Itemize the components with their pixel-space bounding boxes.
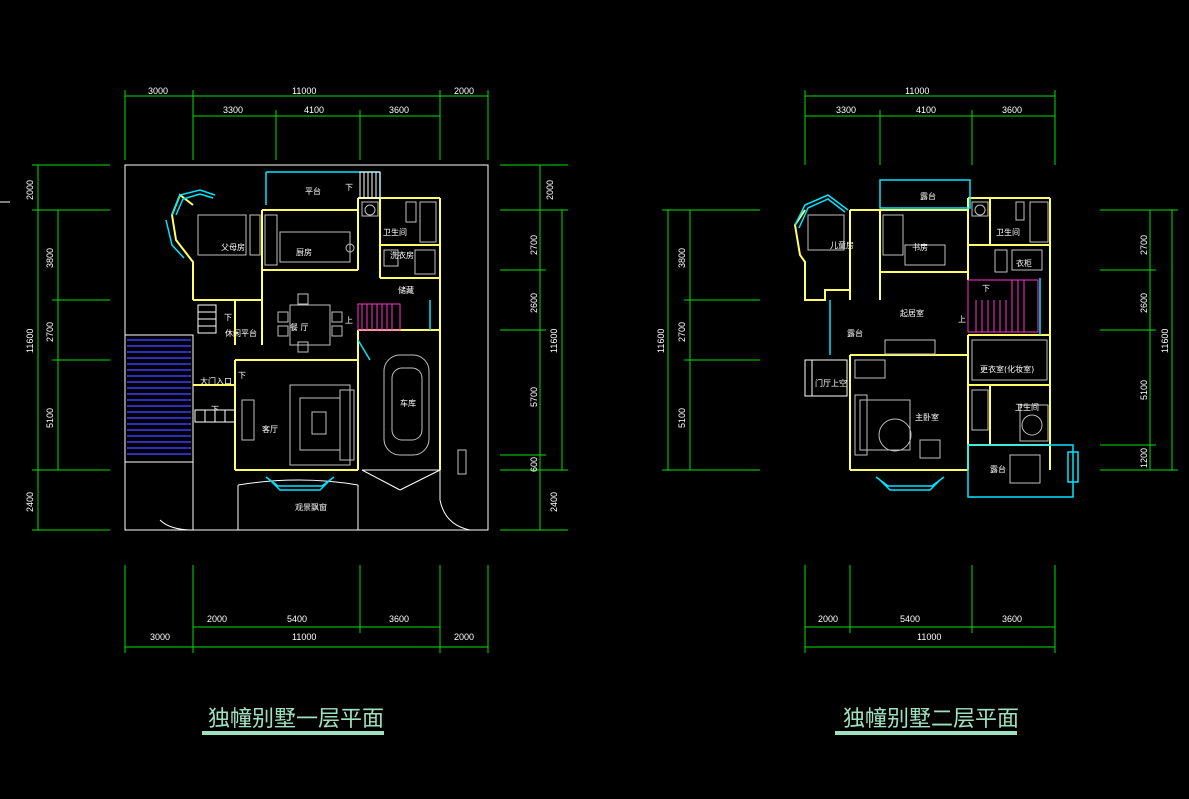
room2-study: 书房 xyxy=(912,242,928,252)
dim2-right-3: 5100 xyxy=(1139,380,1149,400)
dim-bottom-outer-3: 2000 xyxy=(454,632,474,642)
room-storage: 储藏 xyxy=(398,285,414,295)
dim-left-3: 2700 xyxy=(45,322,55,342)
room2-bathroom-2: 卫生间 xyxy=(1015,402,1039,412)
dim2-left-2: 2700 xyxy=(677,322,687,342)
dim2-right-total: 11600 xyxy=(1160,329,1170,353)
dim-bottom-inner-1: 2000 xyxy=(207,614,227,624)
dim2-right-2: 2600 xyxy=(1139,293,1149,313)
mark-down-4: 下 xyxy=(211,405,219,414)
room2-kids: 儿童房 xyxy=(830,240,854,250)
plan1-site-outline xyxy=(124,164,489,531)
dim2-left-1: 3800 xyxy=(677,248,687,268)
room-kitchen: 厨房 xyxy=(296,247,312,257)
mark-up-1: 上 xyxy=(345,316,353,325)
dim-left-5: 2400 xyxy=(25,492,35,512)
room2-hall-void: 门厅上空 xyxy=(815,378,847,388)
dim-bottom-inner-2: 5400 xyxy=(287,614,307,624)
plan1-room-labels: 平台 父母房 厨房 卫生间 洗衣房 储藏 餐 厅 休闲平台 大门入口 客厅 车库… xyxy=(200,183,416,512)
room-bay-window: 观景飘窗 xyxy=(295,502,327,512)
dim-right-1: 2000 xyxy=(545,180,555,200)
dim2-top-inner-3: 3600 xyxy=(1002,105,1022,115)
room2-terrace-top: 露台 xyxy=(920,191,936,201)
plan2-dimension-lines xyxy=(662,90,1178,653)
room2-terrace-right: 露台 xyxy=(990,464,1006,474)
dim2-left-3: 5100 xyxy=(677,408,687,428)
dim-left-total: 11600 xyxy=(25,329,35,353)
room2-master: 主卧室 xyxy=(915,412,939,422)
plan2-dimension-labels: 11000 3300 4100 3600 2000 5400 3600 1100… xyxy=(656,86,1170,642)
room-main-entrance: 大门入口 xyxy=(200,376,232,386)
room-parents: 父母房 xyxy=(221,242,245,252)
room2-dressing: 更衣室(化妆室) xyxy=(980,364,1034,374)
dim-right-2: 2700 xyxy=(529,235,539,255)
dim2-bottom-inner-1: 2000 xyxy=(818,614,838,624)
room-bathroom: 卫生间 xyxy=(383,227,407,237)
plan2-room-labels: 露台 儿童房 书房 卫生间 衣柜 起居室 露台 门厅上空 更衣室(化妆室) 主卧… xyxy=(815,191,1039,474)
room-garage: 车库 xyxy=(400,398,416,408)
dim2-bottom-inner-2: 5400 xyxy=(900,614,920,624)
plan1-deck xyxy=(124,334,194,463)
room2-bathroom-1: 卫生间 xyxy=(996,227,1020,237)
dim-right-5: 600 xyxy=(529,457,539,472)
plan2-stair xyxy=(967,279,1039,333)
dim2-top-inner-2: 4100 xyxy=(916,105,936,115)
dim-right-6: 2400 xyxy=(549,492,559,512)
plan1-title: 独幢别墅一层平面 xyxy=(208,707,384,732)
plan2-title-underline xyxy=(835,731,1017,735)
room2-family: 起居室 xyxy=(900,308,924,318)
room2-terrace-left: 露台 xyxy=(847,328,863,338)
room-living: 客厅 xyxy=(262,424,278,434)
dim2-right-4: 1200 xyxy=(1139,448,1149,468)
dim-right-total: 11600 xyxy=(549,329,559,353)
plan1-windows xyxy=(165,171,431,491)
room-platform: 平台 xyxy=(305,186,321,196)
mark2-down-1: 下 xyxy=(982,284,990,293)
plan2-title: 独幢别墅二层平面 xyxy=(843,707,1019,732)
plan1-furniture xyxy=(197,201,467,475)
dim-top-inner-3: 3600 xyxy=(389,105,409,115)
dim2-left-total: 11600 xyxy=(656,329,666,353)
plan2-windows xyxy=(794,179,1079,498)
dim-bottom-outer-1: 3000 xyxy=(150,632,170,642)
dim-right-3: 2600 xyxy=(529,293,539,313)
dim-top-outer-1: 3000 xyxy=(148,86,168,96)
dim-top-outer-2: 11000 xyxy=(292,86,316,96)
plan1-title-underline xyxy=(202,731,384,735)
dim-top-inner-2: 4100 xyxy=(304,105,324,115)
plan1-stair xyxy=(357,303,401,331)
mark-down-3: 下 xyxy=(238,371,246,380)
dim-top-inner-1: 3300 xyxy=(223,105,243,115)
dim2-bottom-outer-1: 11000 xyxy=(917,632,941,642)
plan-ground-floor: 3000 11000 2000 3300 4100 3600 2000 5400… xyxy=(25,86,568,735)
dim2-top-inner-1: 3300 xyxy=(836,105,856,115)
plan2-void xyxy=(804,359,848,397)
dim2-right-1: 2700 xyxy=(1139,235,1149,255)
plan1-dimension-lines xyxy=(32,90,568,653)
dim-bottom-inner-3: 3600 xyxy=(389,614,409,624)
dim2-bottom-inner-3: 3600 xyxy=(1002,614,1022,624)
plan1-dimension-labels: 3000 11000 2000 3300 4100 3600 2000 5400… xyxy=(25,86,559,642)
plan-second-floor: 11000 3300 4100 3600 2000 5400 3600 1100… xyxy=(656,86,1178,735)
room-laundry: 洗衣房 xyxy=(390,250,414,260)
mark-down-1: 下 xyxy=(345,183,353,192)
room-dining: 餐 厅 xyxy=(290,323,309,332)
dim-right-4: 5700 xyxy=(529,387,539,407)
room2-closet: 衣柜 xyxy=(1016,258,1032,268)
room-leisure-platform: 休闲平台 xyxy=(225,328,257,338)
dim-top-outer-3: 2000 xyxy=(454,86,474,96)
dim-left-2: 3800 xyxy=(45,248,55,268)
dim-left-1: 2000 xyxy=(25,180,35,200)
dim-bottom-outer-2: 11000 xyxy=(292,632,316,642)
plan2-furniture xyxy=(807,201,1049,484)
plan1-steps xyxy=(194,171,381,423)
plan2-walls xyxy=(793,197,1051,471)
dim2-top-outer-1: 11000 xyxy=(905,86,929,96)
mark-down-2: 下 xyxy=(224,313,232,322)
mark2-up-1: 上 xyxy=(958,315,966,324)
dim-left-4: 5100 xyxy=(45,408,55,428)
